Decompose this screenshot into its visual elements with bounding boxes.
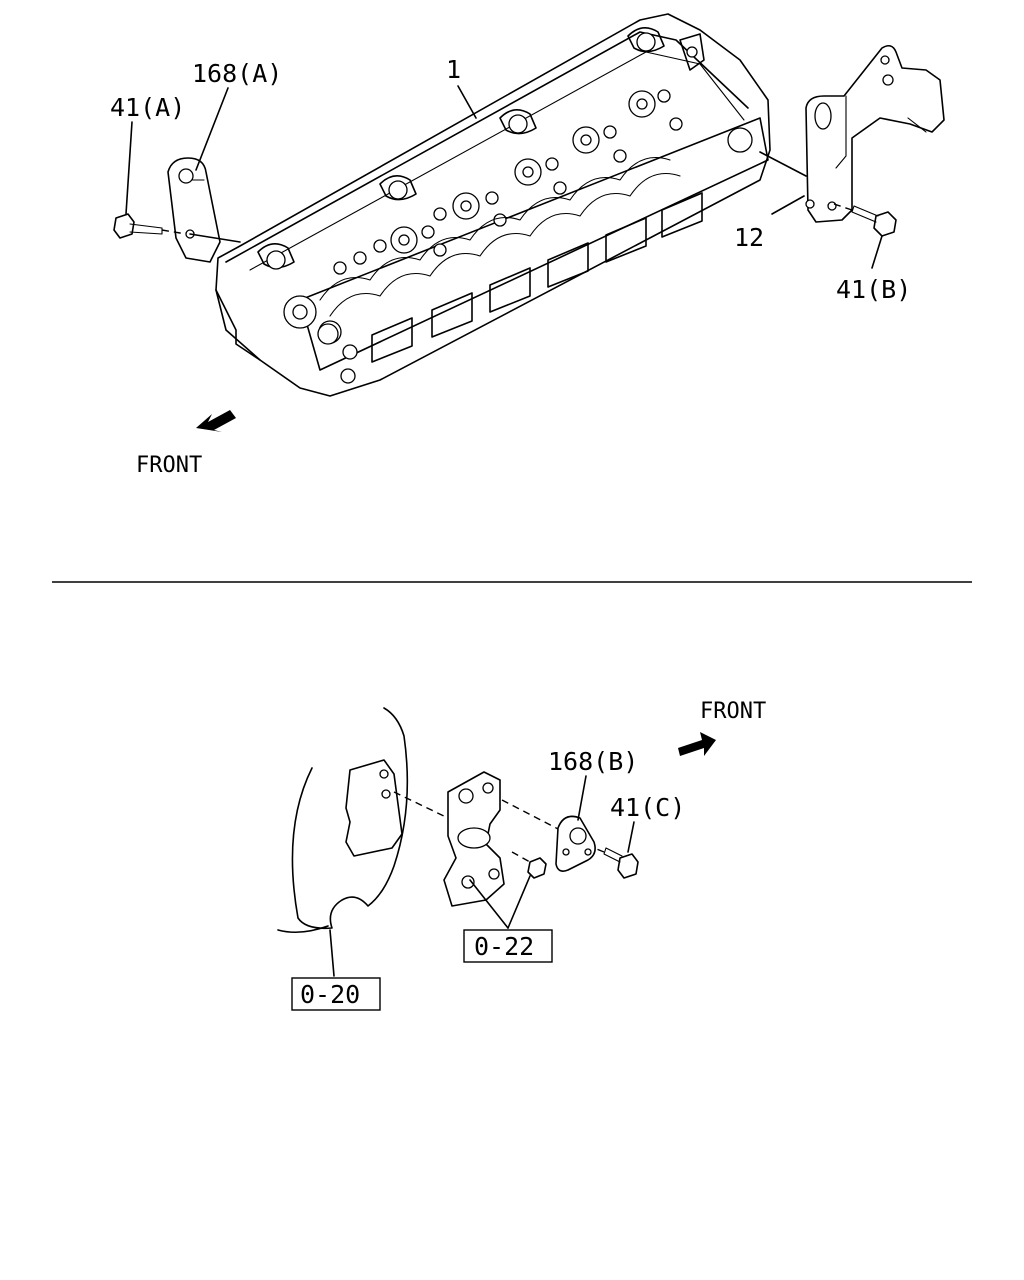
cam-saddles	[257, 27, 665, 270]
label-part-1: 1	[446, 55, 461, 84]
ref-box-0-20[interactable]: 0-20	[291, 977, 381, 1011]
label-part-12: 12	[734, 223, 764, 252]
cylinder-head	[215, 13, 771, 397]
front-arrow-bottom	[678, 732, 716, 756]
bolt-41c	[593, 847, 639, 879]
label-part-168a: 168(A)	[192, 59, 282, 88]
label-front-top: FRONT	[136, 453, 202, 478]
ref-label-0-22: 0-22	[474, 932, 534, 961]
label-front-bottom: FRONT	[700, 699, 766, 724]
bracket-12	[759, 44, 945, 223]
bracket-168b	[555, 815, 596, 872]
front-arrow-top	[196, 410, 236, 432]
bolt-41a	[113, 213, 187, 239]
ref-label-0-20: 0-20	[300, 980, 360, 1009]
intake-ports	[371, 192, 703, 363]
label-part-41a: 41(A)	[110, 93, 185, 122]
leader-lines-bottom	[469, 775, 635, 929]
flywheel-housing	[277, 707, 409, 977]
label-part-41c: 41(C)	[610, 793, 685, 822]
bracket-168a	[167, 157, 241, 263]
ref-box-0-22[interactable]: 0-22	[463, 929, 553, 963]
mount-bolt	[511, 851, 547, 879]
label-part-41b: 41(B)	[836, 275, 911, 304]
bolt-41b	[833, 203, 897, 237]
leader-lines-top	[125, 85, 883, 269]
engine-mount	[393, 771, 561, 907]
label-part-168b: 168(B)	[548, 747, 638, 776]
